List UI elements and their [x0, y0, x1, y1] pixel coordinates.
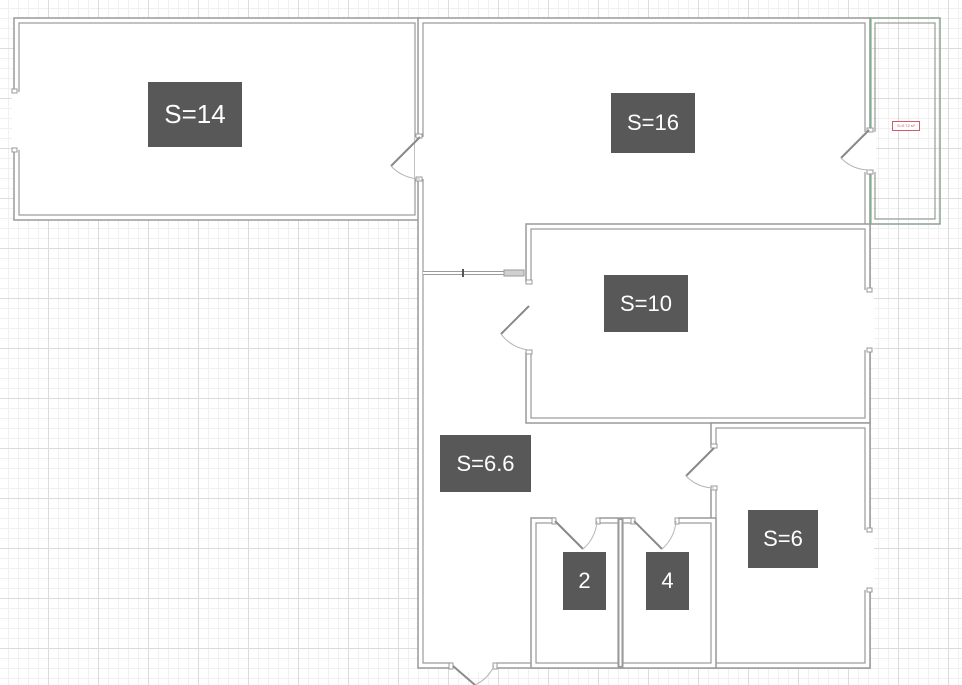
balcony-walls: [869, 17, 941, 225]
balcony-area-tag: S=0.72 м²: [892, 121, 920, 131]
corridor-partition: [423, 269, 525, 277]
door-swings: [390, 129, 870, 685]
room-label-2: 2: [563, 552, 606, 610]
room-label-4: 4: [646, 552, 689, 610]
room-label-s6: S=6: [748, 510, 818, 568]
room-s10-walls: [525, 223, 871, 424]
room-label-s14: S=14: [148, 82, 242, 147]
room-label-s16: S=16: [611, 93, 695, 153]
room-label-s10: S=10: [604, 275, 688, 332]
door-openings: [12, 92, 876, 672]
room-label-s6-6: S=6.6: [440, 435, 531, 492]
room-s14-walls: [13, 17, 421, 221]
